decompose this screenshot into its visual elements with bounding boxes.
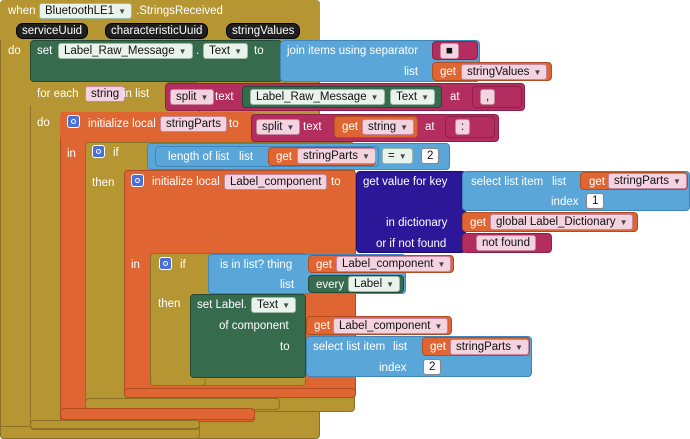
colon-separator-value[interactable]: :	[455, 119, 471, 135]
in-list-label: in list	[123, 88, 150, 100]
init2-label: initialize local	[152, 176, 220, 188]
event-name: .StringsReceived	[136, 5, 223, 17]
join-list-label: list	[404, 66, 419, 78]
param-string-values[interactable]: stringValues	[226, 23, 301, 39]
string-parts-dropdown-2[interactable]: stringParts▼	[608, 173, 687, 189]
is-in-list-label: is in list? thing	[220, 259, 293, 271]
get-label: get	[440, 66, 456, 78]
index-1-value[interactable]: 1	[586, 193, 605, 209]
raw-message-getter-component[interactable]: Label_Raw_Message▼	[250, 89, 385, 105]
split2-at-label: at	[425, 121, 435, 133]
init2-mutator-gear-icon[interactable]	[131, 174, 144, 187]
split2-text-label: text	[303, 121, 322, 133]
label-component-dropdown-1[interactable]: Label_component▼	[336, 256, 452, 272]
string-parts-var-name[interactable]: stringParts	[160, 116, 227, 132]
do-label: do	[8, 45, 21, 57]
length-list-label: list	[239, 151, 254, 163]
init2-to-label: to	[331, 176, 341, 188]
select1-get-label: get	[589, 176, 605, 188]
init1-label: initialize local	[88, 118, 156, 130]
if2-if-label: if	[180, 259, 186, 271]
equals-operator-dropdown[interactable]: =▼	[382, 148, 413, 164]
comma-separator-value[interactable]: ,	[480, 89, 496, 105]
split1-at-label: at	[450, 91, 460, 103]
for-each-label: for each	[37, 88, 79, 100]
if2-footer	[150, 378, 206, 386]
param-service-uuid[interactable]: serviceUuid	[16, 23, 89, 39]
if1-get-label: get	[276, 151, 292, 163]
get-value-for-key-block[interactable]	[356, 171, 466, 253]
select2-index-label: index	[379, 362, 407, 374]
of-component-label: of component	[219, 320, 289, 332]
dot-label: .	[196, 45, 200, 57]
string-parts-dropdown-1[interactable]: stringParts▼	[297, 148, 376, 164]
if2-get-label: get	[316, 259, 332, 271]
select2-get-label: get	[430, 341, 446, 353]
component-dropdown[interactable]: BluetoothLE1▼	[39, 3, 132, 19]
select2-label: select list item	[313, 341, 386, 353]
if2-mutator-gear-icon[interactable]	[159, 257, 172, 270]
raw-message-component-dropdown[interactable]: Label_Raw_Message▼	[58, 43, 193, 59]
raw-message-property-dropdown[interactable]: Text▼	[203, 43, 249, 59]
when-label: when	[8, 5, 36, 17]
for-each-item-name[interactable]: string	[85, 86, 126, 102]
label-component-dropdown-2[interactable]: Label_component▼	[333, 318, 449, 334]
init2-in-label: in	[131, 259, 140, 271]
get-value-label: get value for key	[363, 176, 448, 188]
for-each-do-label: do	[37, 117, 50, 129]
every-label: every	[316, 279, 345, 291]
setlabel-get-label: get	[314, 320, 330, 332]
to-label: to	[254, 45, 264, 57]
select2-list-label: list	[393, 341, 408, 353]
in-dictionary-label: in dictionary	[386, 217, 448, 229]
raw-message-getter-property[interactable]: Text▼	[390, 89, 436, 105]
select1-index-label: index	[551, 196, 579, 208]
init1-footer	[60, 408, 255, 420]
separator-value[interactable]: ■	[440, 43, 459, 59]
mutator-gear-icon[interactable]	[67, 115, 80, 128]
if2-then-label: then	[158, 298, 181, 310]
or-if-not-found-label: or if not found	[376, 238, 447, 250]
string-values-var-dropdown[interactable]: stringValues▼	[461, 64, 548, 80]
init1-in-label: in	[67, 148, 76, 160]
set-label-label: set Label.	[197, 299, 247, 311]
if1-mutator-gear-icon[interactable]	[92, 145, 105, 158]
split-dropdown-1[interactable]: split▼	[170, 89, 215, 105]
split-dropdown-2[interactable]: split▼	[256, 119, 301, 135]
label-component-var-name[interactable]: Label_component	[224, 174, 328, 190]
global-dictionary-dropdown[interactable]: global Label_Dictionary▼	[490, 214, 634, 230]
init1-to-label: to	[229, 118, 239, 130]
every-type-dropdown[interactable]: Label▼	[348, 276, 401, 292]
select1-list-label: list	[552, 176, 567, 188]
global-get-label: get	[470, 217, 486, 229]
param-characteristic-uuid[interactable]: characteristicUuid	[105, 23, 209, 39]
string-parts-dropdown-3[interactable]: stringParts▼	[450, 339, 529, 355]
select1-label: select list item	[471, 176, 544, 188]
if1-then-label: then	[92, 177, 115, 189]
split1-text-label: text	[215, 91, 234, 103]
init2-footer	[124, 388, 356, 398]
if1-if-label: if	[113, 147, 119, 159]
not-found-value[interactable]: not found	[476, 235, 536, 251]
label-property-dropdown[interactable]: Text▼	[251, 297, 297, 313]
foreach-footer	[30, 420, 200, 429]
join-label: join items using separator	[287, 45, 419, 57]
if2-list-label: list	[280, 279, 295, 291]
split2-get-label: get	[342, 121, 358, 133]
number-2-value[interactable]: 2	[421, 148, 440, 164]
length-of-label: length of list	[168, 151, 230, 163]
set-label: set	[37, 45, 53, 57]
index-2-value[interactable]: 2	[423, 359, 442, 375]
string-var-dropdown[interactable]: string▼	[362, 119, 415, 135]
setlabel-to-label: to	[280, 341, 290, 353]
